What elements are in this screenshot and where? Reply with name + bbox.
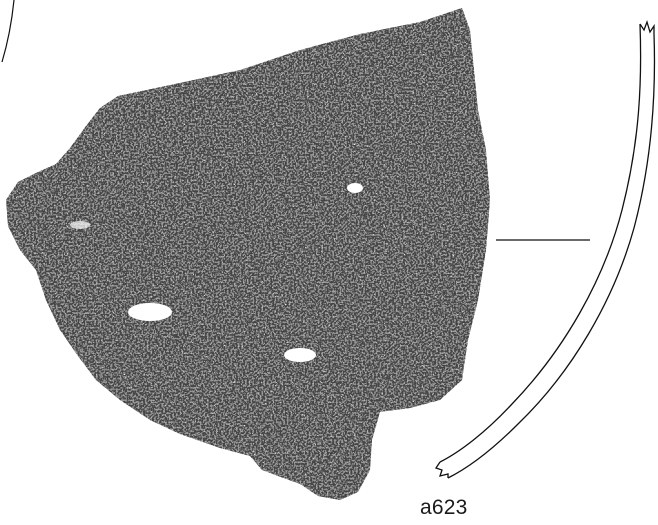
vessel-curve-fragment (1, 0, 15, 63)
surface-void (70, 221, 90, 229)
surface-void (284, 348, 316, 362)
catalog-number-label: a623 (420, 496, 468, 519)
surface-void (347, 183, 363, 193)
sherd-fragment (6, 8, 490, 500)
profile-section (434, 19, 656, 479)
surface-void (128, 303, 172, 321)
